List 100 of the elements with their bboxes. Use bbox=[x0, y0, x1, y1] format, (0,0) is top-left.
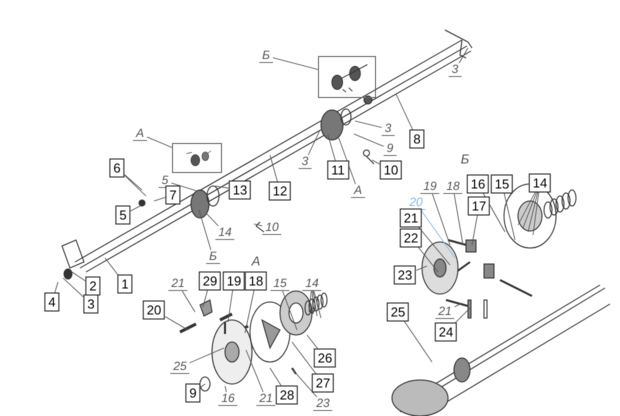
callout-number: 25 bbox=[386, 302, 410, 322]
callout-number: 28 bbox=[276, 386, 298, 404]
callout-number: 3 bbox=[448, 63, 462, 77]
callout-number: 17 bbox=[468, 196, 490, 216]
leader-line bbox=[146, 136, 172, 148]
callout-number: 18 bbox=[443, 180, 463, 194]
callout-number: 1 bbox=[117, 274, 133, 294]
callout-number: 15 bbox=[490, 174, 514, 194]
leader-line bbox=[472, 215, 478, 246]
leader-line bbox=[482, 193, 506, 232]
callout-number: 21 bbox=[435, 305, 455, 319]
callout-number: 25 bbox=[170, 360, 190, 374]
leader-line bbox=[62, 278, 84, 298]
view-label: А bbox=[252, 252, 260, 270]
leader-line bbox=[164, 316, 188, 330]
callout-number: А bbox=[351, 184, 365, 198]
leader-line bbox=[272, 57, 318, 70]
leader-line bbox=[532, 192, 540, 236]
leader-line bbox=[338, 136, 356, 184]
callout-number: 19 bbox=[420, 180, 440, 194]
leader-line bbox=[354, 134, 384, 147]
callout-number: 2 bbox=[85, 276, 101, 296]
leader-line bbox=[154, 197, 166, 202]
leader-line bbox=[518, 192, 536, 226]
callout-number: 14 bbox=[215, 226, 235, 240]
callout-number: 11 bbox=[327, 160, 349, 180]
inset-frame bbox=[172, 143, 222, 173]
callout-number: 3 bbox=[83, 294, 99, 314]
leader-line bbox=[354, 120, 382, 128]
callout-number: А bbox=[133, 127, 147, 141]
callout-number: 3 bbox=[298, 155, 312, 169]
leader-line bbox=[313, 290, 322, 318]
leader-line bbox=[124, 174, 146, 196]
callout-number: 21 bbox=[168, 277, 188, 291]
callout-number: 5 bbox=[115, 206, 131, 224]
leader-line bbox=[372, 160, 380, 164]
leader-line bbox=[455, 308, 470, 323]
leader-line bbox=[270, 154, 278, 182]
leader-line bbox=[206, 212, 219, 226]
callout-number: 23 bbox=[313, 397, 333, 411]
leader-line bbox=[198, 210, 212, 250]
callout-number: 22 bbox=[400, 228, 422, 248]
callout-number: 15 bbox=[270, 277, 290, 291]
callout-number: 19 bbox=[222, 272, 246, 290]
leader-line bbox=[254, 224, 263, 226]
callout-number: 10 bbox=[380, 160, 402, 180]
callout-number: 20 bbox=[142, 300, 166, 320]
leader-line bbox=[396, 94, 413, 130]
leader-line bbox=[432, 194, 450, 246]
leader-line bbox=[522, 192, 537, 228]
leader-line bbox=[292, 370, 318, 398]
leader-line bbox=[328, 134, 336, 161]
leader-line bbox=[124, 174, 142, 190]
callout-number: 24 bbox=[434, 322, 458, 342]
callout-number: 12 bbox=[268, 182, 292, 200]
leader-line bbox=[130, 206, 140, 212]
leader-line bbox=[54, 282, 58, 293]
leader-line bbox=[72, 272, 86, 282]
leader-line bbox=[420, 210, 456, 258]
leader-line bbox=[312, 290, 318, 316]
leader-line bbox=[308, 130, 320, 156]
leader-line bbox=[170, 182, 198, 192]
leader-line bbox=[292, 342, 316, 374]
leader-line bbox=[270, 368, 282, 386]
callout-number: Б bbox=[206, 250, 220, 264]
leader-line bbox=[454, 302, 462, 308]
callout-number: 6 bbox=[109, 158, 125, 178]
leader-line bbox=[418, 247, 438, 272]
leader-line bbox=[224, 386, 227, 392]
callout-number: 10 bbox=[262, 221, 282, 235]
callout-number: 13 bbox=[228, 180, 252, 200]
callout-number: 9 bbox=[185, 384, 201, 402]
callout-number: 14 bbox=[528, 174, 552, 192]
callout-number: 7 bbox=[165, 186, 181, 204]
callout-number: 21 bbox=[400, 208, 422, 228]
callout-number: 18 bbox=[244, 272, 268, 290]
callout-number: 14 bbox=[302, 277, 322, 291]
leader-line bbox=[418, 227, 450, 266]
callout-number: 27 bbox=[312, 374, 334, 392]
leader-line bbox=[202, 290, 208, 308]
leader-line bbox=[182, 290, 196, 312]
leader-line bbox=[458, 48, 468, 64]
leader-line bbox=[244, 290, 254, 334]
callout-number: 4 bbox=[44, 292, 60, 312]
callout-number: 16 bbox=[466, 174, 490, 194]
leader-line bbox=[528, 192, 538, 232]
leader-line bbox=[214, 186, 230, 189]
callout-number: 16 bbox=[218, 392, 238, 406]
leader-line bbox=[312, 290, 314, 314]
leader-line bbox=[189, 348, 224, 364]
leader-line bbox=[404, 321, 432, 362]
leader-line bbox=[282, 290, 298, 330]
callout-number: 23 bbox=[394, 266, 416, 284]
leader-line bbox=[306, 334, 318, 349]
view-label: Б bbox=[460, 150, 470, 168]
leader-line bbox=[200, 384, 206, 388]
leader-line bbox=[504, 193, 516, 240]
leader-line bbox=[228, 290, 234, 322]
callout-number: 8 bbox=[409, 130, 425, 148]
leader-line bbox=[308, 290, 312, 312]
